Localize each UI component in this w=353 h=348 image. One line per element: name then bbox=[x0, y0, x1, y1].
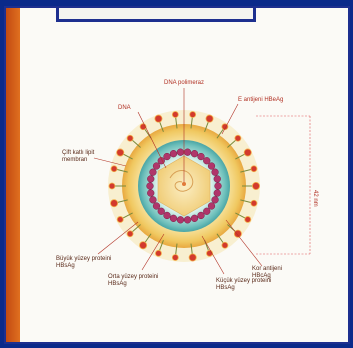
label-large-protein: Büyük yüzey proteini bbox=[56, 256, 111, 262]
slide: DNA polimeraz DNA E antijeni HBeAg Çift … bbox=[4, 6, 350, 344]
capsid-bead bbox=[177, 216, 184, 223]
spike-head bbox=[172, 254, 178, 260]
label-middle-protein: Orta yüzey proteini bbox=[108, 274, 158, 280]
spike-head bbox=[109, 183, 115, 189]
spike-head bbox=[172, 112, 178, 118]
capsid-bead bbox=[147, 176, 154, 183]
capsid-bead bbox=[215, 183, 222, 190]
capsid-bead bbox=[153, 163, 160, 170]
spike-head bbox=[207, 250, 213, 256]
spike-head bbox=[117, 216, 123, 222]
spike-head bbox=[155, 250, 161, 256]
hbv-virus-diagram: DNA polimeraz DNA E antijeni HBeAg Çift … bbox=[6, 8, 350, 344]
label-lipid-membrane: Çift katlı lipit bbox=[62, 150, 95, 156]
label-small-protein-2: HBsAg bbox=[216, 285, 235, 291]
capsid-bead bbox=[212, 169, 219, 176]
label-size: 42 nm bbox=[312, 190, 318, 207]
label-core-antigen: Kor antijeni bbox=[252, 266, 282, 272]
spike-head bbox=[252, 182, 259, 189]
capsid-bead bbox=[198, 153, 205, 160]
label-e-antigen: E antijeni HBeAg bbox=[238, 97, 283, 103]
capsid-bead bbox=[214, 176, 221, 183]
spike-head bbox=[117, 149, 124, 156]
spike-head bbox=[235, 135, 241, 141]
label-middle-protein-2: HBsAg bbox=[108, 281, 127, 287]
spike-head bbox=[155, 115, 162, 122]
spike-head bbox=[234, 230, 241, 237]
spike-head bbox=[127, 231, 133, 237]
capsid-bead bbox=[191, 215, 198, 222]
capsid-bead bbox=[198, 212, 205, 219]
capsid-bead bbox=[150, 169, 157, 176]
label-lipid-membrane-2: membran bbox=[62, 157, 87, 163]
spike-head bbox=[206, 115, 213, 122]
capsid-bead bbox=[158, 208, 165, 215]
capsid-bead bbox=[212, 196, 219, 203]
spike-head bbox=[190, 112, 196, 118]
spike-head bbox=[189, 254, 196, 261]
label-dna-polymerase: DNA polimeraz bbox=[164, 80, 204, 86]
spike-head bbox=[139, 242, 146, 249]
spike-head bbox=[245, 216, 251, 222]
spike-head bbox=[251, 200, 257, 206]
capsid-bead bbox=[191, 150, 198, 157]
label-core-antigen-2: HBcAg bbox=[252, 273, 271, 279]
spike-head bbox=[244, 149, 251, 156]
capsid-bead bbox=[184, 216, 191, 223]
capsid-bead bbox=[203, 208, 210, 215]
spike-head bbox=[222, 242, 228, 248]
spike-head bbox=[110, 200, 117, 207]
capsid-bead bbox=[164, 153, 171, 160]
spike-head bbox=[251, 166, 257, 172]
capsid-bead bbox=[147, 183, 154, 190]
size-bracket bbox=[256, 116, 310, 254]
label-dna: DNA bbox=[118, 105, 131, 111]
capsid-bead bbox=[214, 190, 221, 197]
capsid-bead bbox=[170, 215, 177, 222]
spike-head bbox=[111, 166, 117, 172]
capsid-bead bbox=[164, 212, 171, 219]
capsid-bead bbox=[150, 196, 157, 203]
spike-head bbox=[127, 135, 133, 141]
capsid-bead bbox=[177, 149, 184, 156]
capsid-bead bbox=[170, 150, 177, 157]
capsid-bead bbox=[184, 149, 191, 156]
capsid-bead bbox=[147, 190, 154, 197]
capsid-bead bbox=[208, 163, 215, 170]
capsid-bead bbox=[208, 203, 215, 210]
capsid-bead bbox=[203, 157, 210, 164]
dna-polymerase-dot bbox=[182, 182, 186, 186]
capsid-bead bbox=[153, 203, 160, 210]
label-large-protein-2: HBsAg bbox=[56, 263, 75, 269]
